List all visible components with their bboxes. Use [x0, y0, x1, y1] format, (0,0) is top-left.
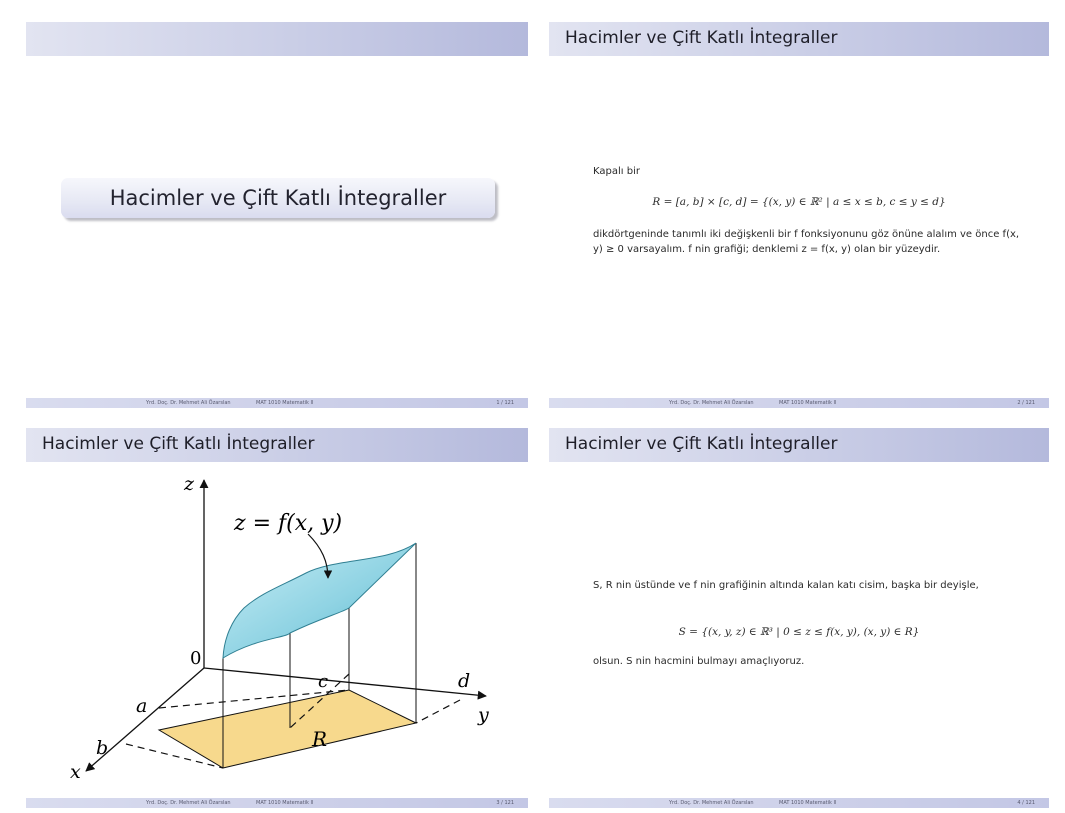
dashed-line-b	[125, 743, 224, 769]
display-equation: S = {(x, y, z) ∈ ℝ³ | 0 ≤ z ≤ f(x, y), (…	[678, 626, 920, 638]
x-axis	[85, 667, 205, 772]
footer-course: MAT 1010 Matematik II	[256, 800, 314, 806]
volume-figure: z z = f(x, y) 0 a c d y b x R	[70, 473, 489, 783]
slide-4: Hacimler ve Çift Katlı İntegraller S, R …	[549, 428, 1049, 808]
dashed-line-a	[158, 689, 350, 709]
slide-header-title: Hacimler ve Çift Katlı İntegraller	[565, 434, 838, 454]
surface-pointer-arrow	[307, 533, 333, 579]
slide-footer: Yrd. Doç. Dr. Mehmet Ali Özarslan MAT 10…	[549, 798, 1049, 808]
slide-2: Hacimler ve Çift Katlı İntegraller Kapal…	[549, 22, 1049, 408]
region-label: R	[311, 727, 327, 751]
footer-author: Yrd. Doç. Dr. Mehmet Ali Özarslan	[669, 800, 754, 806]
paragraph-text: S, R nin üstünde ve f nin grafiğinin alt…	[593, 580, 979, 591]
z-axis-label: z	[183, 473, 195, 495]
main-title: Hacimler ve Çift Katlı İntegraller	[109, 186, 447, 210]
surface-label: z = f(x, y)	[233, 511, 342, 536]
region-r	[157, 689, 418, 769]
title-box: Hacimler ve Çift Katlı İntegraller	[61, 178, 495, 218]
footer-page-number: 1 / 121	[496, 400, 514, 406]
c-label: c	[318, 671, 328, 692]
footer-page-number: 2 / 121	[1017, 400, 1035, 406]
slide-header-title: Hacimler ve Çift Katlı İntegraller	[42, 434, 315, 454]
footer-author: Yrd. Doç. Dr. Mehmet Ali Özarslan	[669, 400, 754, 406]
footer-course: MAT 1010 Matematik II	[779, 800, 837, 806]
dashed-line-d	[415, 699, 461, 724]
footer-author: Yrd. Doç. Dr. Mehmet Ali Özarslan	[146, 400, 231, 406]
y-axis-label: y	[477, 704, 489, 726]
display-equation: R = [a, b] × [c, d] = {(x, y) ∈ ℝ² | a ≤…	[652, 196, 946, 208]
slide-3: Hacimler ve Çift Katlı İntegraller	[26, 428, 528, 808]
slide-header: Hacimler ve Çift Katlı İntegraller	[549, 428, 1049, 462]
intro-text: Kapalı bir	[593, 166, 640, 177]
footer-course: MAT 1010 Matematik II	[779, 400, 837, 406]
footer-page-number: 4 / 121	[1017, 800, 1035, 806]
slide-footer: Yrd. Doç. Dr. Mehmet Ali Özarslan MAT 10…	[26, 398, 528, 408]
origin-label: 0	[190, 648, 201, 669]
footer-author: Yrd. Doç. Dr. Mehmet Ali Özarslan	[146, 800, 231, 806]
b-label: b	[96, 737, 108, 759]
paragraph-text: dikdörtgeninde tanımlı iki değişkenli bi…	[593, 229, 1020, 255]
y-axis	[203, 667, 487, 700]
dashed-line-c	[289, 673, 350, 729]
a-label: a	[136, 695, 147, 717]
slide-footer: Yrd. Doç. Dr. Mehmet Ali Özarslan MAT 10…	[26, 798, 528, 808]
slide-header	[26, 22, 528, 56]
slide-header: Hacimler ve Çift Katlı İntegraller	[549, 22, 1049, 56]
surface-patch	[222, 542, 417, 659]
d-label: d	[458, 670, 470, 692]
slide-header: Hacimler ve Çift Katlı İntegraller	[26, 428, 528, 462]
slide-footer: Yrd. Doç. Dr. Mehmet Ali Özarslan MAT 10…	[549, 398, 1049, 408]
x-axis-label: x	[70, 761, 81, 783]
slide-1: Hacimler ve Çift Katlı İntegraller Yrd. …	[26, 22, 528, 408]
slide-header-title: Hacimler ve Çift Katlı İntegraller	[565, 28, 838, 48]
paragraph-text: olsun. S nin hacmini bulmayı amaçlıyoruz…	[593, 656, 805, 667]
footer-course: MAT 1010 Matematik II	[256, 400, 314, 406]
footer-page-number: 3 / 121	[496, 800, 514, 806]
